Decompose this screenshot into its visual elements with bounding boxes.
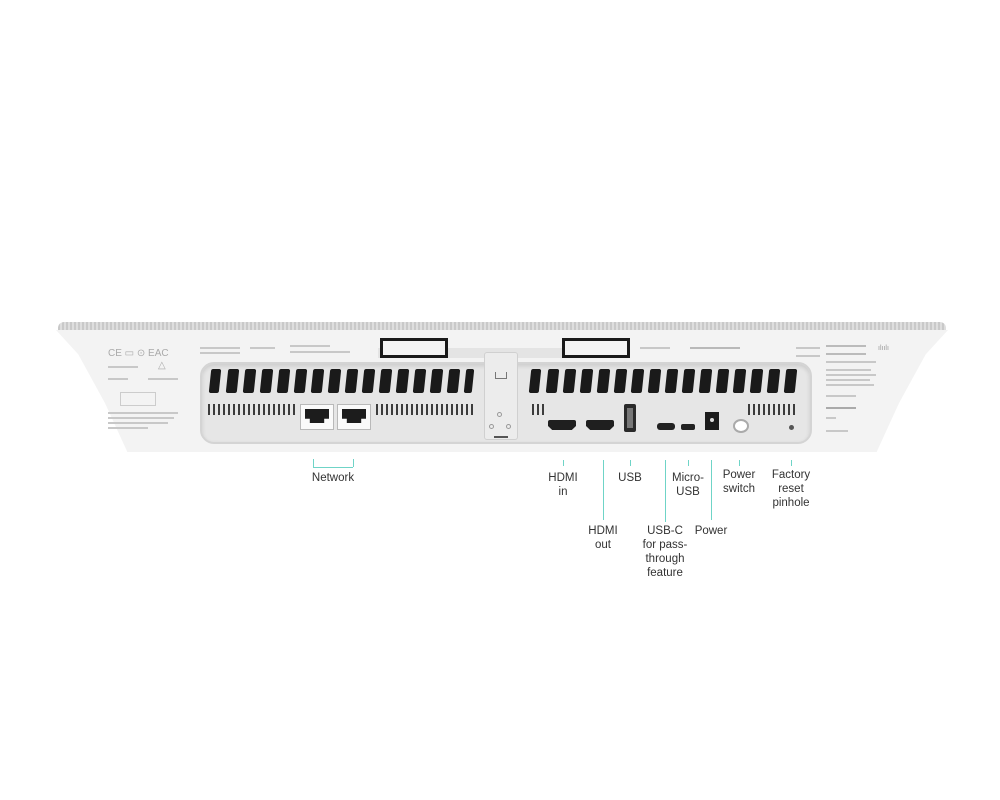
power-port [705,412,719,430]
usb-c-label: USB-C for pass- through feature [642,525,688,579]
bracket-glyph-icon [495,372,507,379]
fabric-top-strip [58,322,946,332]
factory-reset-label: Factory reset pinhole [771,469,811,509]
factory-reset-leader [791,460,792,466]
power-switch-button [733,419,749,433]
regulatory-labels-right: ılıılı [826,345,896,435]
mount-clip-left [380,338,448,358]
usb-c-port [657,423,675,430]
network-port-1 [300,404,334,430]
screw-hole-icon [506,424,511,429]
hdmi-in-label: HDMI in [548,472,578,498]
usb-c-leader [665,460,666,522]
mount-clip-right [562,338,630,358]
hdmi-out-label: HDMI out [588,525,618,551]
micro-usb-label: Micro- USB [672,472,704,498]
usb-label: USB [618,472,642,484]
hdmi-out-port [586,420,614,430]
hdmi-in-leader [563,460,564,466]
power-leader [711,460,712,520]
usb-port [624,404,636,432]
ce-mark-icon: CE ▭ ⊙ EAC [108,348,169,359]
hdmi-out-leader [603,460,604,520]
micro-usb-leader [688,460,689,466]
network-label: Network [311,472,355,484]
screw-hole-icon [489,424,494,429]
brand-logo-icon: ılıılı [878,345,889,352]
usb-leader [630,460,631,466]
warning-triangle-icon: △ [158,360,166,371]
network-leader [313,459,314,467]
screw-hole-icon [497,412,502,417]
power-switch-label: Power switch [722,469,756,495]
power-switch-leader [739,460,740,466]
power-label: Power [694,525,728,537]
label-text [200,347,240,349]
hdmi-in-port [548,420,576,430]
network-port-2 [337,404,371,430]
regulatory-labels-left: CE ▭ ⊙ EAC △ [108,348,188,438]
factory-reset-pinhole [789,425,794,430]
micro-usb-port [681,424,695,430]
